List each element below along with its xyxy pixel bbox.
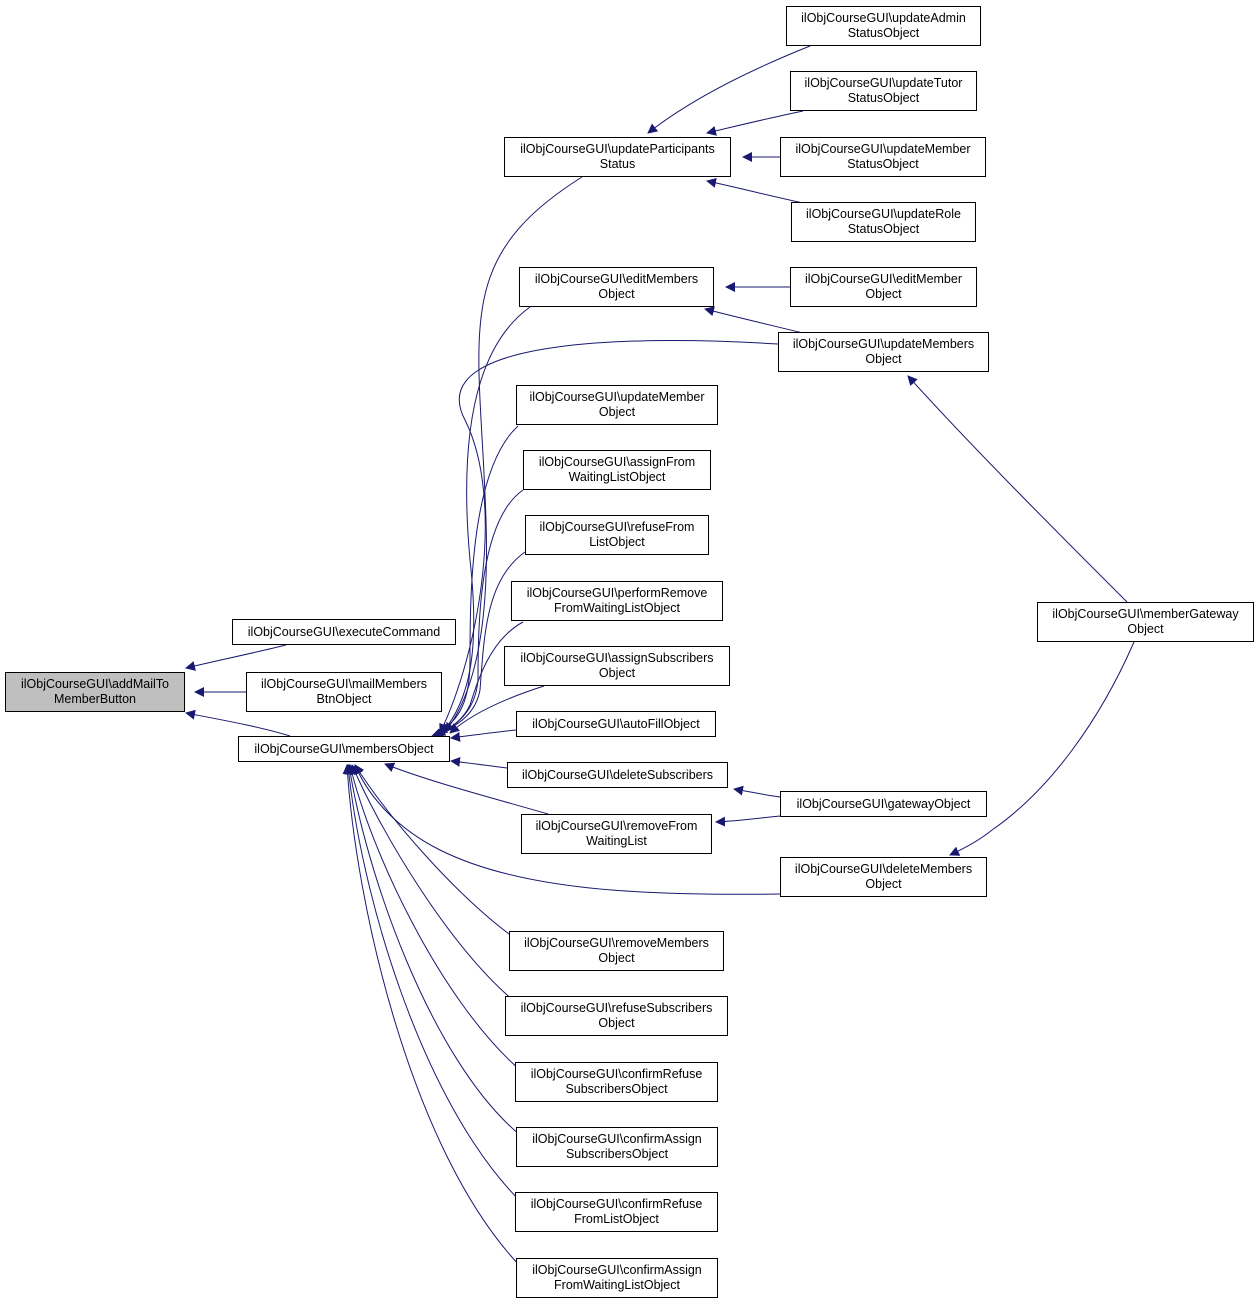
node-updateAdminStatusObject[interactable]: ilObjCourseGUI\updateAdmin StatusObject <box>786 6 981 46</box>
node-membersObject[interactable]: ilObjCourseGUI\membersObject <box>238 736 450 762</box>
edge-gatewayObject-to-deleteSubscribers <box>733 785 781 798</box>
node-deleteMembersObject[interactable]: ilObjCourseGUI\deleteMembers Object <box>780 857 987 897</box>
node-removeFromWaitingList[interactable]: ilObjCourseGUI\removeFrom WaitingList <box>521 814 712 854</box>
edge-updateTutor-to-updateParticipants <box>706 110 804 136</box>
edge-refuseSubscribers-to-membersObject <box>350 764 521 1007</box>
node-assignFromWaitingListObject[interactable]: ilObjCourseGUI\assignFrom WaitingListObj… <box>523 450 711 490</box>
node-updateMembersObject[interactable]: ilObjCourseGUI\updateMembers Object <box>778 332 989 372</box>
node-assignSubscribersObject[interactable]: ilObjCourseGUI\assignSubscribers Object <box>504 646 730 686</box>
node-removeMembersObject[interactable]: ilObjCourseGUI\removeMembers Object <box>509 931 724 971</box>
edge-confirmAssignSubs-to-membersObject <box>345 764 521 1136</box>
edge-confirmRefuseSubs-to-membersObject <box>347 764 521 1071</box>
edge-updateMembers-to-editMembers <box>704 306 804 334</box>
node-confirmAssignFromWaitingListObject[interactable]: ilObjCourseGUI\confirmAssign FromWaiting… <box>516 1258 718 1298</box>
edge-removeFromWaiting-to-membersObject <box>384 762 549 815</box>
edge-updateMember-to-membersObject <box>437 425 519 734</box>
edge-updateMembers-to-membersObject <box>439 340 779 734</box>
edge-assignFromWaiting-to-membersObject <box>435 489 524 736</box>
edge-gatewayObject-to-removeFromWaiting <box>715 815 781 827</box>
node-confirmRefuseFromListObject[interactable]: ilObjCourseGUI\confirmRefuse FromListObj… <box>515 1192 718 1232</box>
edge-deleteMembers-to-membersObject <box>353 764 781 895</box>
node-confirmAssignSubscribersObject[interactable]: ilObjCourseGUI\confirmAssign Subscribers… <box>516 1127 718 1167</box>
edge-assignSubscribers-to-membersObject <box>449 685 545 734</box>
edge-membersObject-to-addMail <box>185 709 291 737</box>
edge-memberGateway-to-updateMembers <box>907 375 1128 603</box>
edge-performRemove-to-membersObject <box>431 621 524 738</box>
edge-confirmRefuseList-to-membersObject <box>343 764 521 1202</box>
node-autoFillObject[interactable]: ilObjCourseGUI\autoFillObject <box>516 711 716 737</box>
node-performRemoveFromWaitingListObject[interactable]: ilObjCourseGUI\performRemove FromWaiting… <box>511 581 723 621</box>
edge-removeMembers-to-membersObject <box>354 764 521 943</box>
node-updateRoleStatusObject[interactable]: ilObjCourseGUI\updateRole StatusObject <box>791 202 976 242</box>
node-mailMembersBtnObject[interactable]: ilObjCourseGUI\mailMembers BtnObject <box>246 672 442 712</box>
edge-updateRole-to-updateParticipants <box>706 177 804 204</box>
edge-confirmAssignWaiting-to-membersObject <box>342 764 521 1267</box>
node-gatewayObject[interactable]: ilObjCourseGUI\gatewayObject <box>780 791 987 817</box>
node-confirmRefuseSubscribersObject[interactable]: ilObjCourseGUI\confirmRefuse Subscribers… <box>515 1062 718 1102</box>
edge-updateAdmin-to-updateParticipants <box>647 45 811 134</box>
node-editMembersObject[interactable]: ilObjCourseGUI\editMembers Object <box>519 267 714 307</box>
node-updateMemberStatusObject[interactable]: ilObjCourseGUI\updateMember StatusObject <box>780 137 986 177</box>
edge-editMembers-to-membersObject <box>441 306 531 734</box>
node-updateMemberObject[interactable]: ilObjCourseGUI\updateMember Object <box>516 385 718 425</box>
node-executeCommand[interactable]: ilObjCourseGUI\executeCommand <box>232 619 456 645</box>
edge-executeCommand-to-addMail <box>185 644 287 671</box>
edge-refuseFromList-to-membersObject <box>433 551 526 737</box>
node-deleteSubscribers[interactable]: ilObjCourseGUI\deleteSubscribers <box>507 762 728 788</box>
edge-updateParticipants-to-membersObject <box>444 176 583 733</box>
node-refuseSubscribersObject[interactable]: ilObjCourseGUI\refuseSubscribers Object <box>505 996 728 1036</box>
node-editMemberObject[interactable]: ilObjCourseGUI\editMember Object <box>790 267 977 307</box>
edge-memberGateway-to-deleteMembers <box>949 641 1135 856</box>
node-updateTutorStatusObject[interactable]: ilObjCourseGUI\updateTutor StatusObject <box>790 71 977 111</box>
node-memberGatewayObject[interactable]: ilObjCourseGUI\memberGateway Object <box>1037 602 1254 642</box>
node-addMailToMemberButton: ilObjCourseGUI\addMailTo MemberButton <box>5 672 185 712</box>
edge-autoFill-to-membersObject <box>450 729 517 742</box>
node-refuseFromListObject[interactable]: ilObjCourseGUI\refuseFrom ListObject <box>525 515 709 555</box>
node-updateParticipantsStatus[interactable]: ilObjCourseGUI\updateParticipants Status <box>504 137 731 177</box>
edge-deleteSubscribers-to-membersObject <box>450 756 508 769</box>
